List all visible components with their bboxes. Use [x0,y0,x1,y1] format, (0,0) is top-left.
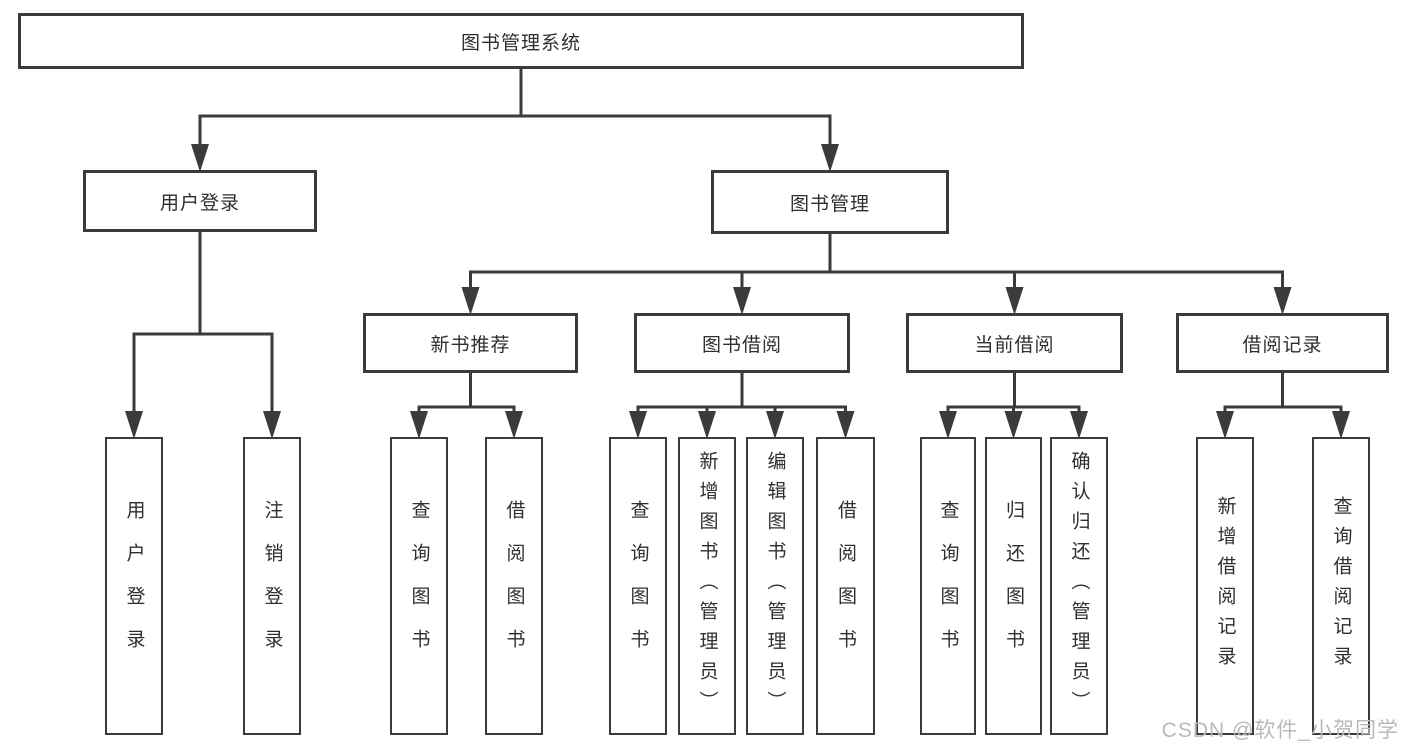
arrowhead-recommend-rec-query [410,411,428,439]
arrowhead-records-rec2-add [1216,411,1234,439]
node-cur-return: 归还图书 [985,437,1042,735]
watermark: CSDN @软件_小贺同学 [1161,719,1399,742]
arrowhead-borrow-borrow-borrow [836,411,855,439]
arrowhead-login-login-logout [263,411,281,439]
node-borrow-borrow-label: 借阅图书 [835,500,856,672]
node-recommend-label: 新书推荐 [430,334,511,356]
arrowhead-current-cur-confirm [1070,411,1088,439]
node-records-label: 借阅记录 [1242,334,1323,356]
node-cur-query-label: 查询图书 [937,500,959,672]
arrowhead-mgmt-borrow [733,287,751,315]
arrowhead-login-login-user [125,411,143,439]
node-borrow-borrow: 借阅图书 [816,437,875,735]
node-borrow: 图书借阅 [634,313,850,373]
node-login: 用户登录 [83,170,317,232]
arrowhead-root-mgmt [821,144,839,172]
node-mgmt-label: 图书管理 [789,193,870,215]
node-rec2-add-label: 新增借阅记录 [1214,496,1236,676]
node-login-logout: 注销登录 [243,437,301,735]
arrowhead-mgmt-recommend [461,287,480,315]
arrowhead-current-cur-return [1004,411,1023,439]
node-login-user: 用户登录 [105,437,163,735]
arrowhead-recommend-rec-borrow [505,411,523,439]
node-root: 图书管理系统 [18,13,1024,69]
node-cur-confirm: 确认归还（管理员） [1050,437,1108,735]
node-borrow-query: 查询图书 [609,437,667,735]
node-borrow-add: 新增图书（管理员） [678,437,736,735]
node-recommend: 新书推荐 [363,313,578,373]
node-borrow-query-label: 查询图书 [627,500,649,672]
node-login-logout-label: 注销登录 [261,500,283,672]
node-borrow-edit: 编辑图书（管理员） [746,437,804,735]
node-rec-query: 查询图书 [390,437,448,735]
node-rec-borrow: 借阅图书 [485,437,543,735]
node-current: 当前借阅 [906,313,1123,373]
node-rec2-query-label: 查询借阅记录 [1330,496,1352,676]
node-login-label: 用户登录 [159,192,240,214]
node-rec-borrow-label: 借阅图书 [503,500,525,672]
node-borrow-label: 图书借阅 [701,334,782,356]
node-rec-query-label: 查询图书 [408,500,430,672]
node-root-label: 图书管理系统 [460,32,581,54]
arrowhead-records-rec2-query [1332,411,1350,439]
node-cur-return-label: 归还图书 [1003,500,1024,672]
node-cur-query: 查询图书 [920,437,976,735]
node-login-user-label: 用户登录 [123,500,145,672]
arrowhead-current-cur-query [939,411,957,439]
node-rec2-query: 查询借阅记录 [1312,437,1370,735]
node-borrow-add-label: 新增图书（管理员） [696,451,718,721]
arrowhead-root-login [191,144,209,172]
arrowhead-borrow-borrow-edit [766,411,784,439]
arrowhead-mgmt-current [1005,287,1024,315]
node-cur-confirm-label: 确认归还（管理员） [1068,451,1090,721]
arrowhead-borrow-borrow-add [698,411,716,439]
node-records: 借阅记录 [1176,313,1389,373]
node-current-label: 当前借阅 [974,334,1055,356]
arrowhead-mgmt-records [1273,287,1292,315]
node-rec2-add: 新增借阅记录 [1196,437,1254,735]
arrowhead-borrow-borrow-query [629,411,647,439]
node-borrow-edit-label: 编辑图书（管理员） [764,451,786,721]
node-mgmt: 图书管理 [711,170,949,234]
